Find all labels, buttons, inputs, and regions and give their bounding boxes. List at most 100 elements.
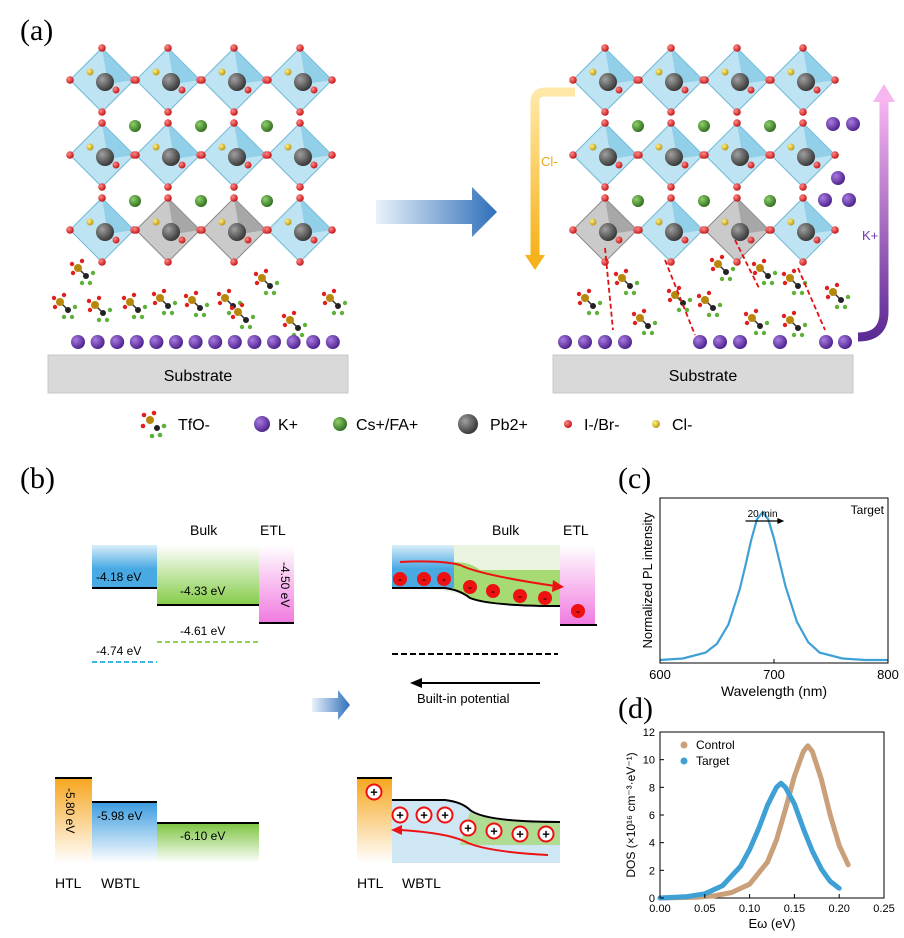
plot-frame (659, 497, 889, 664)
tfo-f-atom (342, 300, 348, 306)
x-axis-label: Eω (eV) (749, 916, 796, 931)
halide-ion (667, 108, 675, 116)
dos-series-target (657, 780, 842, 901)
tfo-o-atom (752, 270, 758, 276)
legend-label: TfO- (178, 417, 210, 434)
energy-450: -4.50 eV (278, 562, 292, 607)
tfo-s-atom (701, 296, 709, 304)
tfo-f-atom (247, 324, 253, 330)
halide-ion (635, 76, 643, 84)
energy-418: -4.18 eV (96, 570, 141, 584)
substrate-left-label: Substrate (164, 368, 233, 385)
halide-ion (328, 226, 336, 234)
electron-sign: - (543, 591, 547, 605)
cl-ion (284, 143, 292, 151)
k-ion (818, 193, 832, 207)
halide-ion (701, 226, 709, 234)
halide-ion (132, 76, 140, 84)
electron-sign: - (442, 572, 446, 586)
tfo-f-atom (641, 330, 647, 336)
legend-label: Control (696, 738, 735, 752)
cl-ion (218, 143, 226, 151)
cl-ion (721, 68, 729, 76)
tfo-o-atom (253, 271, 259, 277)
k-ion (846, 117, 860, 131)
halide-ion (601, 194, 609, 202)
k-ion (713, 335, 727, 349)
halide-ion (198, 76, 206, 84)
legend-marker (680, 741, 688, 749)
pb-ion (162, 148, 180, 166)
halide-ion (230, 44, 238, 52)
halide-ion (310, 86, 318, 94)
tfo-o-atom (706, 290, 712, 296)
pb-ion (599, 148, 617, 166)
halide-ion (296, 183, 304, 191)
tfo-c-atom (267, 283, 273, 289)
y-tick-label: 12 (643, 727, 655, 739)
tfo-o-atom (282, 322, 288, 328)
halide-ion (681, 236, 689, 244)
halide-ion (112, 236, 120, 244)
tfo-o-atom (239, 302, 245, 308)
tfo-f-atom (331, 310, 337, 316)
wbtl-label-left: WBTL (101, 875, 140, 891)
tfo-c-atom (627, 283, 633, 289)
interaction-bond (734, 239, 761, 291)
electron (571, 604, 585, 618)
tfo-s-atom (91, 301, 99, 309)
pl-series-line (659, 510, 888, 662)
tfo-f-atom (193, 312, 199, 318)
y-tick-label: 8 (649, 782, 655, 794)
hole-sign: + (441, 808, 449, 823)
panel-d-label: (d) (618, 692, 653, 725)
electron (393, 572, 407, 586)
tfo-o-atom (791, 310, 797, 316)
tfo-f-atom (139, 314, 145, 320)
tfo-f-atom (687, 297, 693, 303)
tfo-c-atom (197, 305, 203, 311)
halide-ion (264, 226, 272, 234)
halide-ion (667, 194, 675, 202)
tfo-f-atom (169, 310, 175, 316)
tfo-o-atom (86, 298, 92, 304)
tfo-f-atom (72, 304, 78, 310)
tfo-f-atom (684, 307, 690, 313)
hole (415, 806, 433, 824)
cs-fa-ion (764, 120, 776, 132)
electron (486, 584, 500, 598)
htl-label-left: HTL (55, 875, 82, 891)
tfo-o-atom (631, 311, 637, 317)
halide-ion (112, 161, 120, 169)
pb-ion (665, 223, 683, 241)
tfo-f-atom (79, 280, 85, 286)
tfo-s-atom (618, 274, 626, 282)
cl-ion (284, 218, 292, 226)
y-tick-label: 6 (649, 810, 655, 822)
pb-ion (731, 223, 749, 241)
k-ion (227, 335, 242, 349)
electron-sign: - (468, 580, 472, 594)
halide-ion (813, 236, 821, 244)
built-in-potential-label: Built-in potential (417, 691, 510, 706)
interaction-bond (604, 247, 614, 331)
tfo-o-atom (226, 288, 232, 294)
cl-ion (787, 68, 795, 76)
transform-arrow (376, 187, 497, 237)
tfo-c-atom (135, 307, 141, 313)
tfo-o-atom (696, 293, 702, 299)
tfo-c-atom (795, 283, 801, 289)
panel-c-label: (c) (618, 462, 652, 495)
tfo-f-atom (271, 290, 277, 296)
panel-a-legend: TfO-K+Cs+/FA+Pb2+I-/Br-Cl- (140, 410, 692, 439)
cl-ion (218, 218, 226, 226)
electron-sign: - (422, 572, 426, 586)
cs-fa-ion (698, 120, 710, 132)
tfo-o-atom (791, 268, 797, 274)
halide-ion (164, 119, 172, 127)
perovskite-lattice-left (66, 44, 336, 266)
tfo-s-atom (74, 264, 82, 272)
halide-ion (635, 151, 643, 159)
tfo-o-atom (825, 294, 831, 300)
pb-ion (96, 223, 114, 241)
